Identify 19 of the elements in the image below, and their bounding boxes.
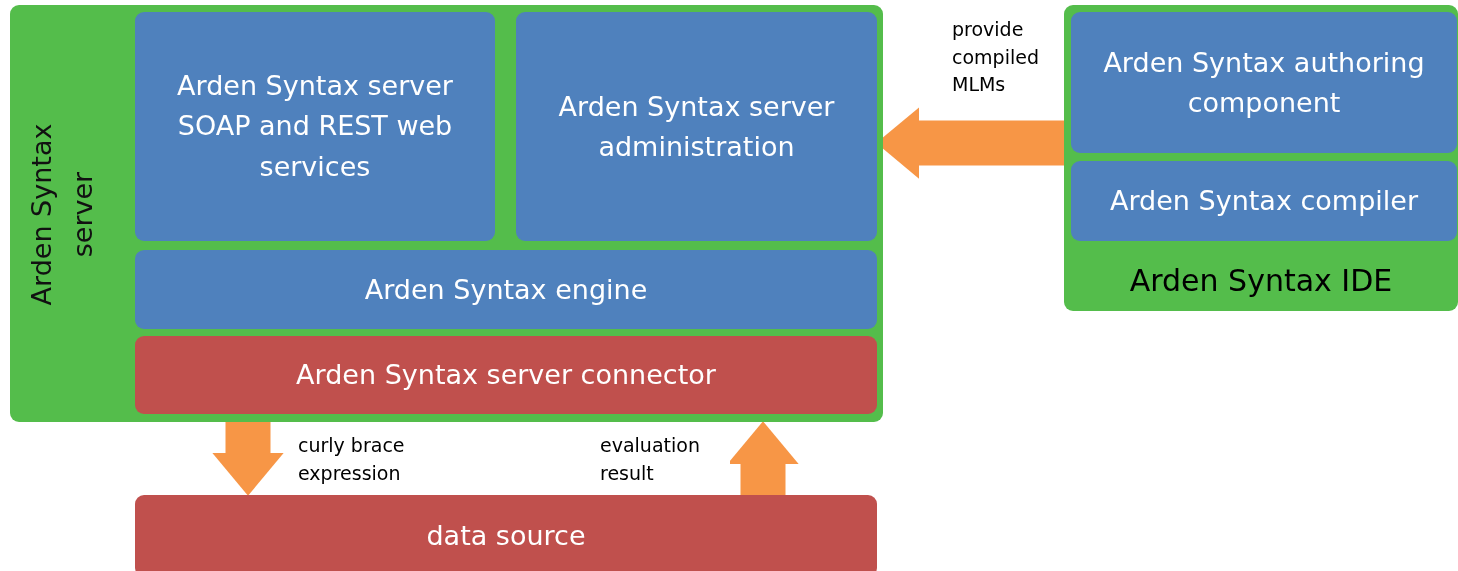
ide-container bbox=[1064, 5, 1458, 311]
data-source-box bbox=[135, 495, 877, 571]
arrow bbox=[212, 422, 284, 496]
box-label: data source bbox=[425, 518, 587, 553]
box-label: Arden Syntax server administration bbox=[557, 89, 836, 164]
box-label: Arden Syntax engine bbox=[363, 272, 649, 307]
connector-box bbox=[135, 336, 877, 414]
box-label: Arden Syntax server bbox=[24, 122, 98, 307]
engine-box bbox=[135, 250, 877, 329]
box-label: Arden Syntax server connector bbox=[295, 357, 717, 392]
component-box bbox=[1071, 161, 1457, 241]
box-label: Arden Syntax compiler bbox=[1109, 183, 1419, 218]
box-label: Arden Syntax authoring component bbox=[1102, 45, 1426, 120]
box-label: Arden Syntax server SOAP and REST web services bbox=[176, 68, 454, 184]
component-box bbox=[516, 12, 877, 241]
component-box bbox=[135, 12, 495, 241]
box-label: Arden Syntax IDE bbox=[1128, 262, 1394, 300]
component-box bbox=[1071, 12, 1457, 153]
server-container bbox=[10, 5, 883, 422]
